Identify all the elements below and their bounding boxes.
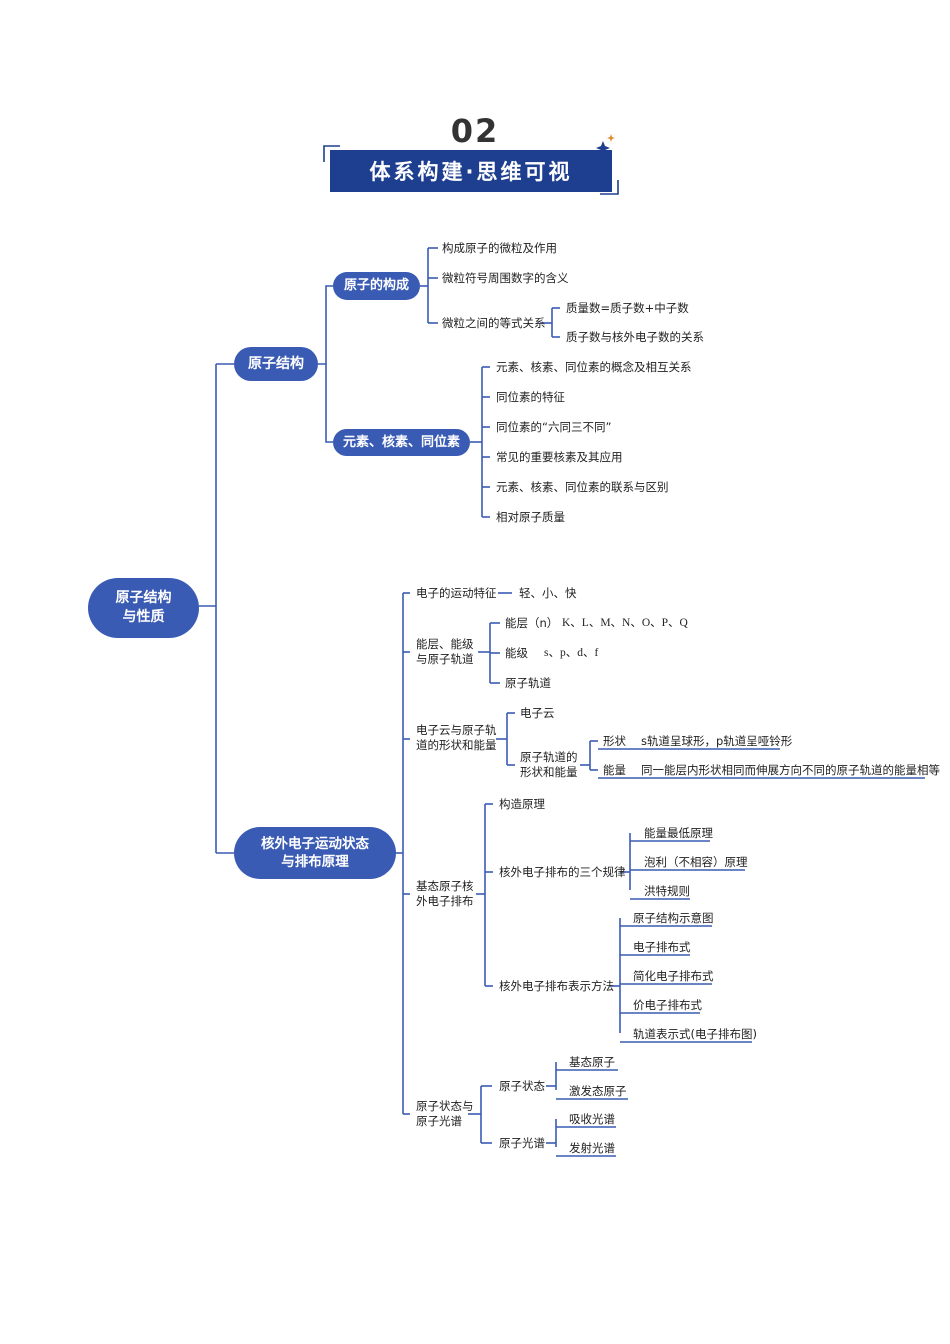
list-item: 微粒之间的等式关系 (442, 316, 546, 330)
node-cloud: 电子云与原子轨 道的形状和能量 (416, 723, 497, 752)
energy-label: 能量 (603, 763, 626, 777)
sublevel-label: 能级 (505, 646, 528, 660)
list-item: 泡利（不相容）原理 (644, 855, 748, 869)
energy-value: 同一能层内形状相同而伸展方向不同的原子轨道的能量相等 (641, 763, 940, 777)
root-line2: 与性质 (122, 609, 165, 625)
sparkle-icon (596, 134, 615, 155)
list-item: 价电子排布式 (633, 998, 702, 1012)
state-label: 原子状态 (499, 1079, 545, 1093)
layer-label: 能层（n） (505, 616, 559, 630)
rules-label: 核外电子排布的三个规律 (499, 865, 626, 879)
methods-label: 核外电子排布表示方法 (499, 979, 614, 993)
spectrum-label: 原子光谱 (499, 1136, 545, 1150)
list-item: 同位素的特征 (496, 390, 565, 404)
branch-atomic-structure: 原子结构 (234, 347, 318, 381)
root-node: 原子结构 与性质 (88, 578, 199, 638)
node-ground-state: 基态原子核 外电子排布 (416, 879, 474, 908)
aufbau-principle: 构造原理 (499, 797, 545, 811)
shape-value: s轨道呈球形，p轨道呈哑铃形 (641, 734, 793, 748)
list-item: 构成原子的微粒及作用 (442, 241, 557, 255)
list-item: 微粒符号周围数字的含义 (442, 271, 569, 285)
list-item: 洪特规则 (644, 884, 690, 898)
node-atom-composition: 原子的构成 (333, 272, 420, 300)
list-item: 元素、核素、同位素的概念及相互关系 (496, 360, 692, 374)
list-item: 质量数=质子数+中子数 (566, 301, 689, 315)
node-spectra: 原子状态与 原子光谱 (416, 1099, 474, 1128)
list-item: 电子排布式 (633, 940, 691, 954)
list-item: 同位素的“六同三不同” (496, 420, 612, 434)
section-title-banner: 体系构建·思维可视 (330, 150, 612, 192)
list-item: 常见的重要核素及其应用 (496, 450, 623, 464)
list-item: 吸收光谱 (569, 1112, 615, 1126)
layer-value: K、L、M、N、O、P、Q (562, 617, 688, 629)
node-element-nuclide-isotope: 元素、核素、同位素 (333, 429, 470, 456)
list-item: 基态原子 (569, 1055, 615, 1069)
shape-label: 形状 (603, 734, 626, 748)
node-levels: 能层、能级 与原子轨道 (416, 637, 474, 666)
list-item: 能量最低原理 (644, 826, 713, 840)
branch2-line2: 与排布原理 (281, 854, 349, 870)
node-orbital-shape: 原子轨道的 形状和能量 (520, 750, 578, 779)
orbital: 原子轨道 (505, 676, 551, 690)
motion-value: 轻、小、快 (519, 586, 577, 600)
list-item: 激发态原子 (569, 1084, 627, 1098)
root-line1: 原子结构 (115, 590, 172, 607)
list-item: 原子结构示意图 (633, 911, 714, 925)
node-motion: 电子的运动特征 (416, 586, 497, 600)
list-item: 简化电子排布式 (633, 969, 714, 983)
sublevel-value: s、p、d、f (544, 647, 599, 659)
section-number: 02 (450, 112, 500, 150)
list-item: 发射光谱 (569, 1141, 615, 1155)
list-item: 相对原子质量 (496, 510, 565, 524)
branch2-line1: 核外电子运动状态 (261, 835, 369, 852)
branch-electron-state: 核外电子运动状态 与排布原理 (234, 827, 396, 879)
list-item: 质子数与核外电子数的关系 (566, 330, 704, 344)
list-item: 轨道表示式(电子排布图) (633, 1027, 757, 1041)
list-item: 元素、核素、同位素的联系与区别 (496, 480, 669, 494)
electron-cloud: 电子云 (520, 706, 555, 720)
